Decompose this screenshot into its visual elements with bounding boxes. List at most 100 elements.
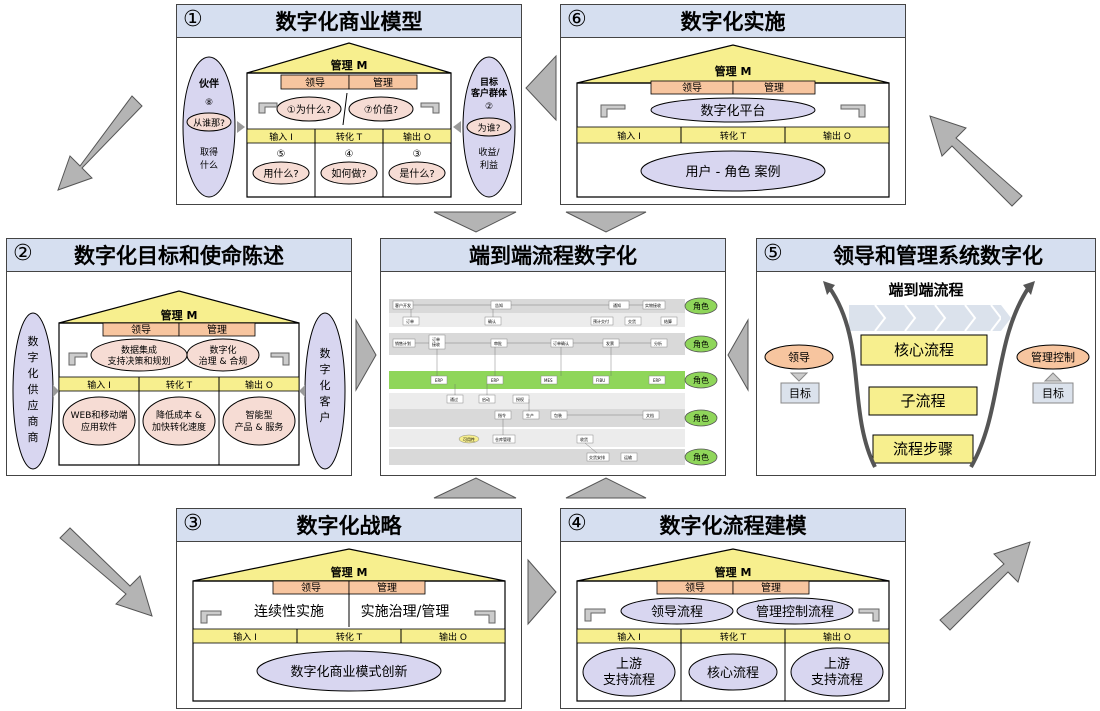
panel-number: ② xyxy=(13,241,33,266)
arrow-p4-up xyxy=(565,477,647,499)
roof-label: 管理 M xyxy=(331,58,368,72)
input-label: 输入 I xyxy=(269,131,293,143)
use-case-oval: 用户 - 角色 案例 xyxy=(685,164,780,180)
panel-center-end-to-end: 端到端流程数字化 客户开发 告知 通知 实物接收 订单 确认 预计交付 交货 结… xyxy=(380,238,726,476)
transform-label: 转化 T xyxy=(336,131,363,143)
svg-text:授权: 授权 xyxy=(516,396,524,402)
why-oval: ①为什么? xyxy=(287,104,331,116)
svg-text:ERP: ERP xyxy=(435,378,443,383)
lead-label: 领导 xyxy=(301,581,321,594)
arrow-2-to-3 xyxy=(59,527,153,617)
num-4: ④ xyxy=(345,149,354,160)
svg-text:收益/: 收益/ xyxy=(478,146,500,158)
how-oval: 如何做? xyxy=(331,167,366,180)
manage-label: 管理 xyxy=(207,323,227,336)
continuous-implementation: 连续性实施 xyxy=(254,603,324,620)
lead-label: 领导 xyxy=(131,323,151,336)
panel-3-strategy: ③ 数字化战略 管理 M 领导 管理 连续性实施 实施治理/管理 输入 I 转化 … xyxy=(176,508,522,709)
output-label: 输出 O xyxy=(245,379,273,391)
input-label: 输入 I xyxy=(617,631,641,643)
svg-text:数字化: 数字化 xyxy=(209,344,236,356)
transform-label: 转化 T xyxy=(720,631,747,643)
svg-text:ERP: ERP xyxy=(653,378,661,383)
house-diagram: 管理 M 领导 管理 领导流程 管理控制流程 输入 I 转化 T 输出 O 上游… xyxy=(576,548,890,702)
panel-number: ① xyxy=(183,7,203,32)
panel-title: ③ 数字化战略 xyxy=(177,509,521,542)
input-label: 输入 I xyxy=(233,631,257,643)
lead-label: 领导 xyxy=(685,581,705,594)
governance-management: 实施治理/管理 xyxy=(361,604,450,620)
roof-label: 管理 M xyxy=(715,64,752,78)
sub-process-box: 子流程 xyxy=(900,392,945,410)
goal-box-right: 目标 xyxy=(1042,386,1064,400)
lead-oval: 领导 xyxy=(788,351,810,364)
role-oval-5: 角色 xyxy=(693,452,709,462)
core-process-box: 核心流程 xyxy=(894,341,954,359)
transform-label: 转化 T xyxy=(336,631,363,643)
house-diagram: 管理 M 领导 管理 数字化平台 输入 I 转化 T 输出 O 用户 - 角色 … xyxy=(576,44,890,198)
svg-text:支持流程: 支持流程 xyxy=(811,673,863,688)
svg-text:产品 & 服务: 产品 & 服务 xyxy=(235,421,284,433)
arrow-6-to-1 xyxy=(525,54,557,122)
end-to-end-label: 端到端流程 xyxy=(888,281,963,299)
leadership-process-oval: 领导流程 xyxy=(651,605,703,620)
svg-text:销售计划: 销售计划 xyxy=(395,340,411,346)
panel-title: 端到端流程数字化 xyxy=(381,239,725,272)
svg-text:订单: 订单 xyxy=(432,336,440,342)
output-label: 输出 O xyxy=(823,130,851,142)
arrow-p3-up xyxy=(433,477,517,499)
role-oval-1: 角色 xyxy=(693,301,709,311)
input-label: 输入 I xyxy=(617,130,641,142)
roof-label: 管理 M xyxy=(331,565,368,579)
svg-text:加快转化速度: 加快转化速度 xyxy=(152,421,206,433)
goal-box-left: 目标 xyxy=(789,386,811,400)
svg-text:发票: 发票 xyxy=(606,340,614,346)
what-oval: 是什么? xyxy=(399,168,434,180)
use-oval: 用什么? xyxy=(263,168,298,180)
num-2: ② xyxy=(485,102,493,112)
arrow-1-to-2 xyxy=(57,95,143,191)
lead-label: 领导 xyxy=(682,81,702,94)
manage-label: 管理 xyxy=(761,581,781,594)
svg-text:分析: 分析 xyxy=(654,340,662,346)
roof-label: 管理 M xyxy=(161,308,198,322)
svg-text:预计交付: 预计交付 xyxy=(593,318,609,324)
svg-text:指令: 指令 xyxy=(498,412,506,418)
num-3: ③ xyxy=(413,149,422,160)
svg-text:ERP: ERP xyxy=(491,378,499,383)
svg-text:客户开发: 客户开发 xyxy=(395,302,411,308)
svg-text:订单: 订单 xyxy=(406,318,414,324)
svg-text:支持流程: 支持流程 xyxy=(603,673,655,688)
svg-text:数据集成: 数据集成 xyxy=(121,344,157,356)
from-whom-oval: 从谁那? xyxy=(193,118,225,129)
svg-text:接收: 接收 xyxy=(432,341,440,347)
manage-label: 管理 xyxy=(377,581,397,594)
arrow-p2-right xyxy=(355,318,377,392)
svg-text:通过: 通过 xyxy=(450,396,458,402)
arrow-3-to-4 xyxy=(527,558,557,626)
input-label: 输入 I xyxy=(87,379,111,391)
panel-number: ⑤ xyxy=(763,241,783,266)
svg-text:文档: 文档 xyxy=(646,412,654,418)
svg-text:利益: 利益 xyxy=(480,159,498,171)
transform-label: 转化 T xyxy=(720,130,747,142)
arrow-p1-down xyxy=(433,211,517,233)
panel-number: ③ xyxy=(183,511,203,536)
manage-label: 管理 xyxy=(373,76,393,89)
panel-title-text: 数字化战略 xyxy=(296,514,402,538)
svg-text:审批: 审批 xyxy=(494,340,502,346)
svg-text:结算: 结算 xyxy=(664,318,672,324)
svg-text:目标: 目标 xyxy=(480,76,498,88)
svg-text:交货安排: 交货安排 xyxy=(589,454,605,460)
panel-title-text: 数字化商业模型 xyxy=(275,10,423,34)
panel-title-text: 数字化实施 xyxy=(680,10,786,34)
lead-label: 领导 xyxy=(305,76,325,89)
svg-text:实物接收: 实物接收 xyxy=(645,302,661,308)
output-label: 输出 O xyxy=(823,631,851,643)
arrow-p6-down xyxy=(565,211,647,233)
